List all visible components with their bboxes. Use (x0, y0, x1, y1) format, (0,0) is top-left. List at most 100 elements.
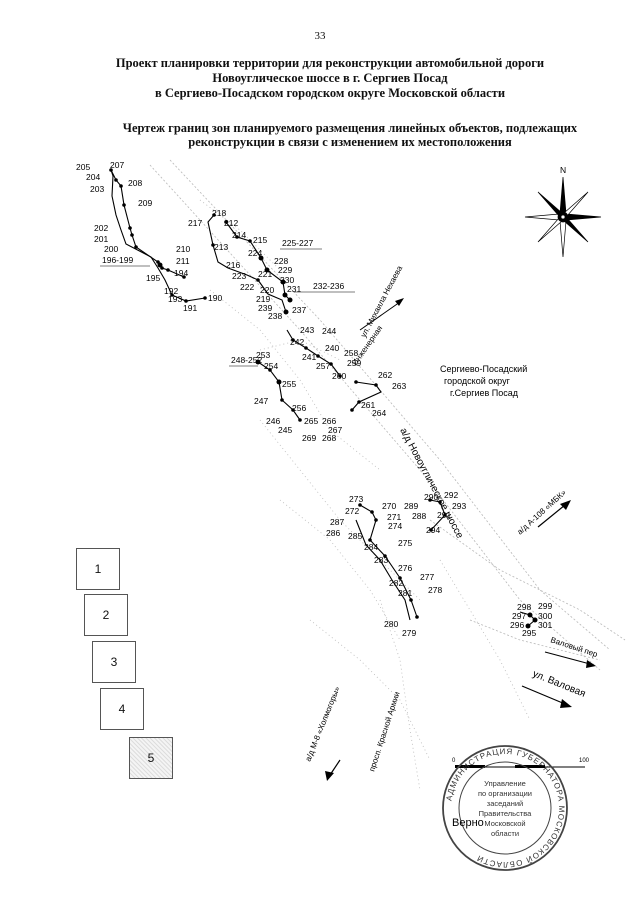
point-label: 230 (280, 275, 294, 285)
compass-rose-icon: N (524, 165, 602, 258)
point-label: 203 (90, 184, 104, 194)
road-label-a108: а/д А-108 «МБК» (515, 488, 568, 537)
official-seal: АДМИНИСТРАЦИЯ ГУБЕРНАТОРА МОСКОВСКОЙ ОБЛ… (442, 745, 568, 871)
seal-center-line: Управление (484, 779, 526, 788)
point-label: 208 (128, 178, 142, 188)
point-label: 212 (224, 218, 238, 228)
legend-box-5: 5 (129, 737, 173, 779)
point-label: 201 (94, 234, 108, 244)
road-label-krasnoy-armii: просп. Красной Армии (367, 691, 401, 773)
zone-points (109, 168, 538, 629)
point-label: 258 (344, 348, 358, 358)
subtitle-line: реконструкции в связи с изменением их ме… (188, 135, 512, 149)
point-label: 294 (426, 525, 440, 535)
point-label: 283 (374, 555, 388, 565)
point-label: 218 (212, 208, 226, 218)
point-label: 277 (420, 572, 434, 582)
point-label: 254 (264, 361, 278, 371)
point-label: 231 (287, 284, 301, 294)
point-label: 281 (398, 588, 412, 598)
point-label: 190 (208, 293, 222, 303)
group-label: 225-227 (282, 238, 313, 248)
point-label: 211 (176, 256, 190, 266)
point-label: 301 (538, 620, 552, 630)
point-label: 195 (146, 273, 160, 283)
point-label: 288 (412, 511, 426, 521)
point-label: 267 (328, 425, 342, 435)
point-label: 263 (392, 381, 406, 391)
area-label-line: городской округ (444, 376, 511, 386)
north-label: N (560, 165, 566, 175)
scale-bar: 0 100 (452, 758, 590, 768)
point-label: 265 (304, 416, 318, 426)
legend-label: 5 (147, 751, 155, 765)
point-label: 191 (183, 303, 197, 313)
legend-label: 4 (118, 702, 126, 716)
point-label: 210 (176, 244, 190, 254)
seal-center-line: заседаний (487, 799, 523, 808)
scale-start: 0 (452, 758, 456, 764)
point-label: 229 (278, 265, 292, 275)
point-label: 217 (188, 218, 202, 228)
point-label: 269 (302, 433, 316, 443)
group-label: 232-236 (313, 281, 344, 291)
point-label: 243 (300, 325, 314, 335)
point-label: 285 (348, 531, 362, 541)
point-label: 192 (164, 286, 178, 296)
point-label: 287 (330, 517, 344, 527)
legend-box-1: 1 (76, 548, 120, 590)
point-label: 293 (452, 501, 466, 511)
document-title: Проект планировки территории для реконст… (60, 56, 600, 101)
point-label: 284 (364, 542, 378, 552)
point-label: 247 (254, 396, 268, 406)
point-label: 214 (232, 230, 246, 240)
title-line: Проект планировки территории для реконст… (115, 56, 545, 70)
point-label: 291 (437, 510, 451, 520)
point-label: 215 (253, 235, 267, 245)
point-label: 246 (266, 416, 280, 426)
point-label: 245 (278, 425, 292, 435)
title-line: Новоуглическое шоссе в г. Сергиев Посад (212, 71, 448, 85)
point-label: 259 (347, 358, 361, 368)
point-label: 276 (398, 563, 412, 573)
point-label: 207 (110, 160, 124, 170)
point-label: 213 (214, 242, 228, 252)
point-label: 274 (388, 521, 402, 531)
point-label: 295 (522, 628, 536, 638)
point-label: 260 (332, 371, 346, 381)
point-label: 209 (138, 198, 152, 208)
road-label-valovaya: ул. Валовая (531, 669, 587, 700)
scale-end: 100 (579, 758, 590, 764)
point-label: 271 (387, 512, 401, 522)
point-label: 278 (428, 585, 442, 595)
point-label: 253 (256, 350, 270, 360)
point-label: 221 (258, 269, 272, 279)
point-label: 264 (372, 408, 386, 418)
point-label: 300 (538, 611, 552, 621)
group-label: 248-252 (231, 355, 262, 365)
point-label: 193 (168, 294, 182, 304)
point-label: 223 (232, 271, 246, 281)
point-label: 238 (268, 311, 282, 321)
point-label: 242 (290, 337, 304, 347)
point-label: 194 (174, 268, 188, 278)
drawing-subtitle: Чертеж границ зон планируемого размещени… (100, 121, 600, 149)
point-label: 289 (404, 501, 418, 511)
point-label: 239 (258, 303, 272, 313)
point-label: 219 (256, 294, 270, 304)
verno-signature: Верно (452, 817, 484, 829)
seal-center-line: Правительства (479, 809, 533, 818)
area-label: Сергиево-Посадский городской округ г.Сер… (440, 364, 527, 398)
point-label: 268 (322, 433, 336, 443)
group-labels: 196-199 225-227 232-236 248-252 (100, 238, 355, 367)
subtitle-line: Чертеж границ зон планируемого размещени… (122, 121, 578, 135)
point-label: 261 (361, 400, 375, 410)
point-label: 273 (349, 494, 363, 504)
point-label: 299 (538, 601, 552, 611)
point-label: 256 (292, 403, 306, 413)
base-map (149, 159, 626, 791)
road-label-m8: а/д М-8 «Холмогоры» (304, 685, 343, 763)
legend-label: 3 (110, 655, 118, 669)
point-label: 275 (398, 538, 412, 548)
